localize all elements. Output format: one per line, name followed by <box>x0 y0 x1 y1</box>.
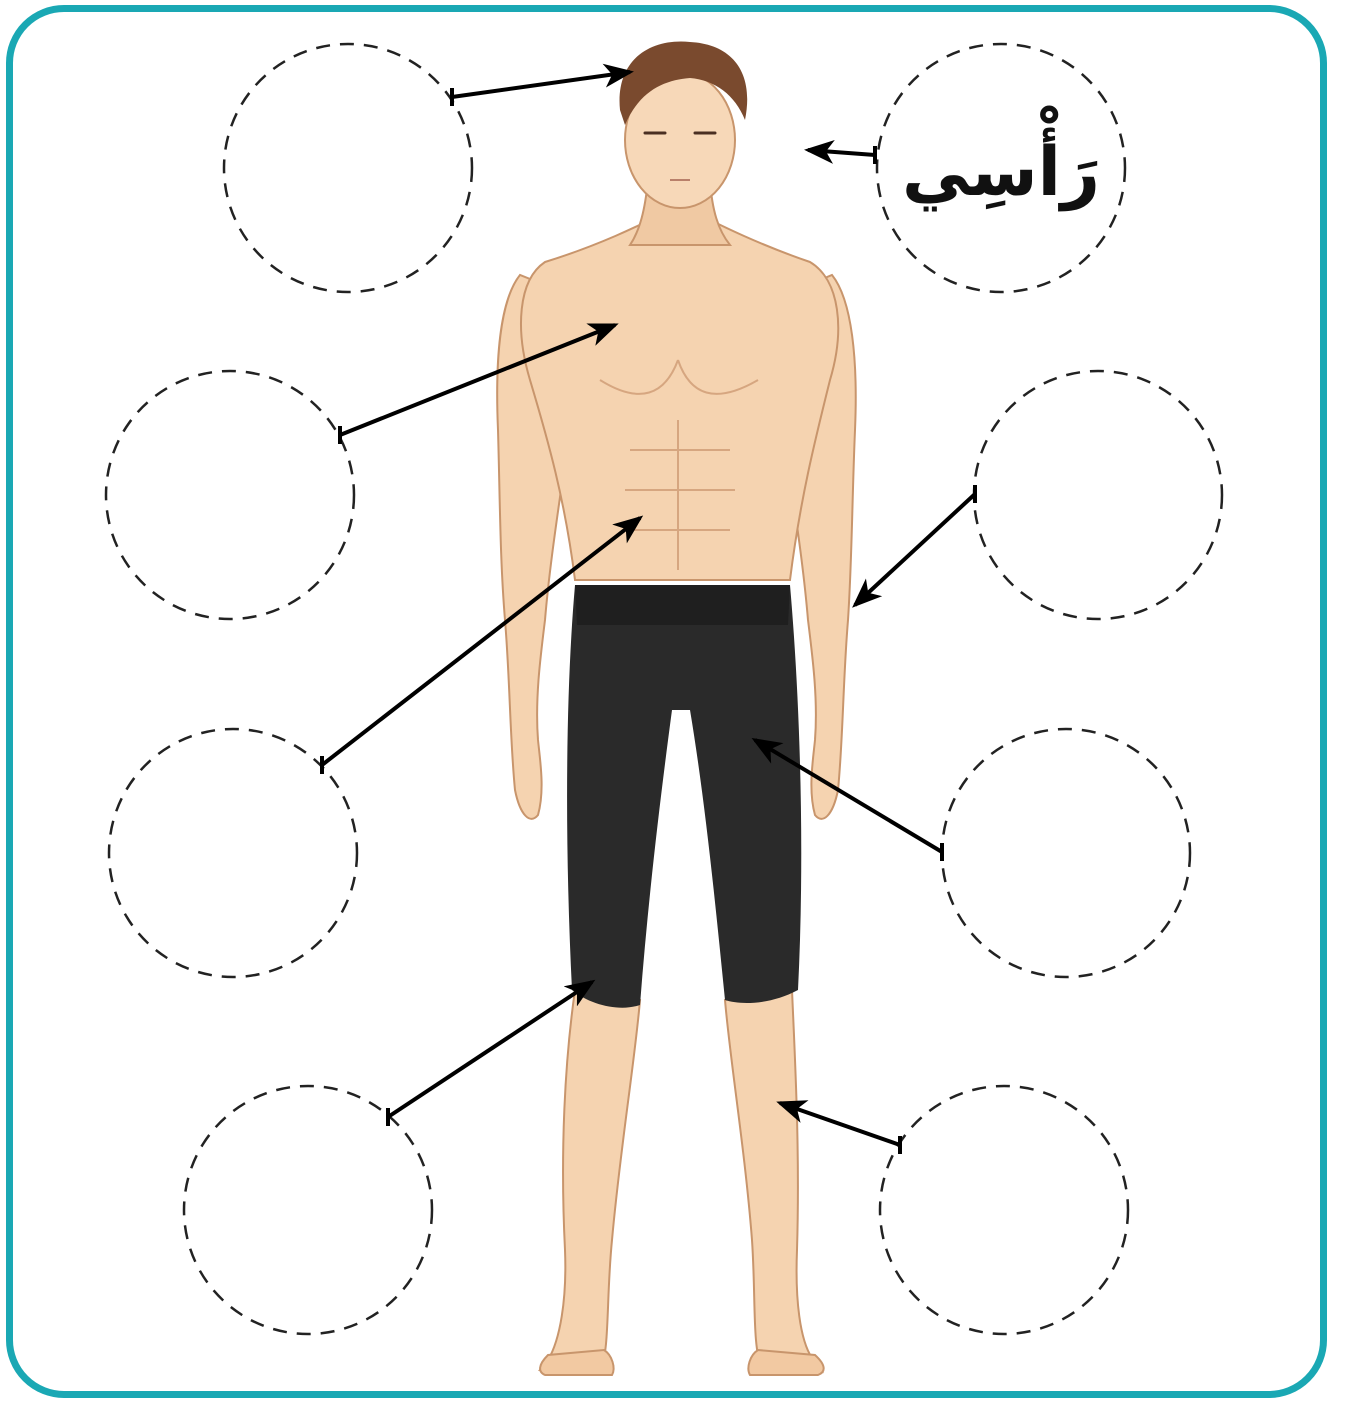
example-label-head: رَأْسِي <box>902 106 1100 212</box>
arrow-hair <box>452 72 630 97</box>
blank-circle-belly[interactable] <box>109 729 357 977</box>
waistband <box>575 585 790 625</box>
arrow-knee <box>388 982 592 1117</box>
arrow-arm <box>855 494 975 605</box>
right-leg <box>725 990 822 1372</box>
body-illustration <box>497 42 856 1375</box>
torso <box>521 215 838 580</box>
blank-circle-knee[interactable] <box>184 1086 432 1334</box>
blank-circle-thigh[interactable] <box>942 729 1190 977</box>
blank-circle-arm[interactable] <box>974 371 1222 619</box>
right-foot <box>748 1350 823 1375</box>
left-leg <box>540 990 640 1372</box>
shorts <box>567 585 801 1008</box>
blank-circle-leg[interactable] <box>880 1086 1128 1334</box>
blank-circle-chest[interactable] <box>106 371 354 619</box>
blank-circle-hair[interactable] <box>224 44 472 292</box>
arrow-head <box>808 150 875 155</box>
left-foot <box>540 1350 613 1375</box>
